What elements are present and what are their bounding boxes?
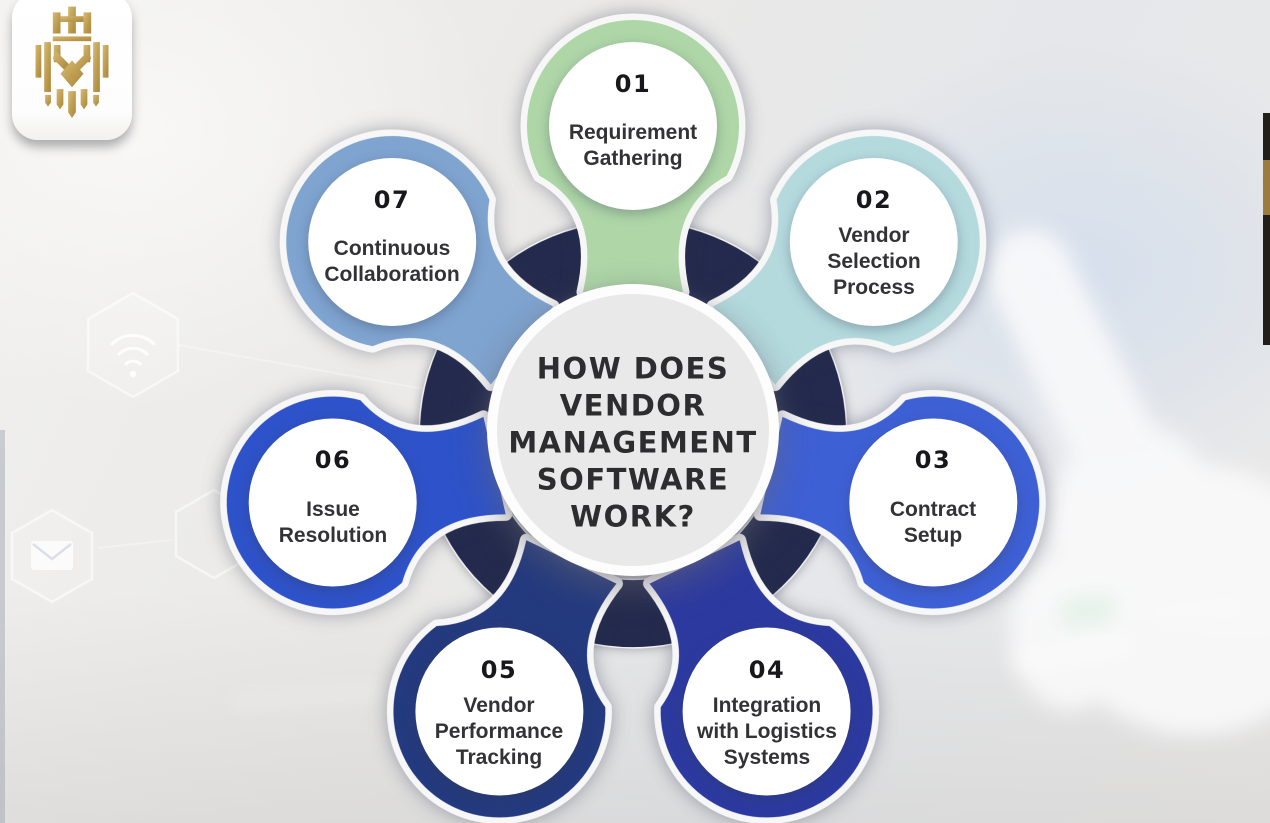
pointing-hand xyxy=(986,229,1270,735)
mail-icon xyxy=(31,541,73,570)
step-02-circle xyxy=(789,158,958,326)
gold-crest-emblem-icon xyxy=(35,6,109,118)
step-04-circle xyxy=(682,627,851,796)
hexagon-icons xyxy=(10,291,431,604)
photo-edge-left xyxy=(0,430,5,823)
blurred-keyboard xyxy=(230,594,1245,710)
wifi-hexagon-icon xyxy=(86,291,180,399)
dark-photo-edge xyxy=(1263,113,1270,345)
step-06-circle xyxy=(248,418,417,587)
hub-circle xyxy=(497,294,769,566)
brand-logo-card xyxy=(12,0,132,140)
step-01-circle xyxy=(549,42,717,210)
wifi-icon xyxy=(110,333,156,378)
step-07-circle xyxy=(308,158,477,326)
step-03-circle xyxy=(849,418,1018,587)
background-photo-layer xyxy=(0,113,1270,823)
step-05-circle xyxy=(415,627,584,796)
center-hub xyxy=(487,284,779,576)
step-circles xyxy=(248,42,1018,796)
crest-shapes xyxy=(35,6,109,118)
